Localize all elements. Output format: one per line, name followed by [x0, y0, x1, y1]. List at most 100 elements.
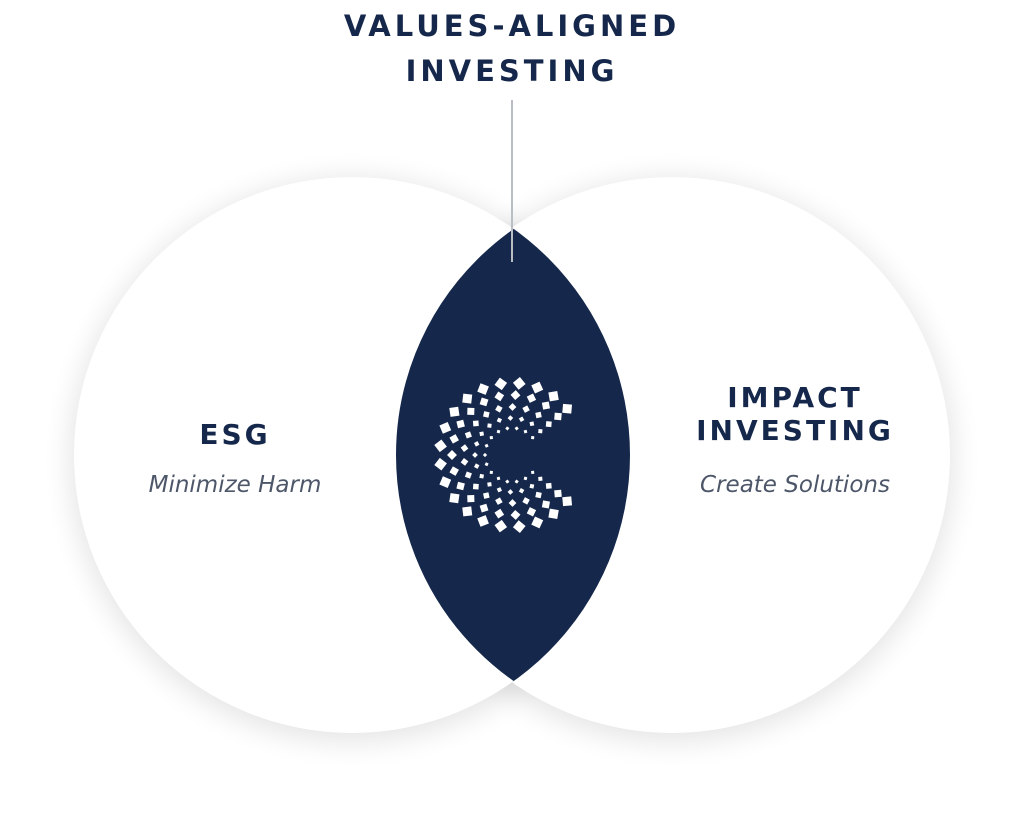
c-dots-logo-icon: [434, 377, 573, 533]
logo-dot: [507, 415, 514, 421]
esg-subtitle: Minimize Harm: [148, 472, 322, 498]
logo-dot: [494, 377, 508, 391]
logo-dot: [526, 393, 537, 403]
logo-dot: [487, 423, 492, 428]
logo-dot: [541, 401, 551, 410]
logo-dot: [508, 499, 517, 507]
logo-dot: [523, 429, 528, 434]
values-aligned-lens: [394, 177, 630, 733]
logo-dot: [508, 403, 517, 411]
logo-dot: [484, 462, 489, 467]
esg-title: ESG: [199, 418, 271, 451]
logo-dot: [531, 436, 535, 440]
logo-dot: [522, 405, 530, 413]
logo-dot: [545, 421, 552, 428]
logo-dot: [512, 520, 526, 533]
logo-dot: [439, 476, 452, 488]
logo-dot: [434, 439, 447, 453]
logo-dot: [483, 411, 490, 418]
logo-dot: [535, 411, 542, 419]
logo-dot: [518, 416, 525, 422]
logo-dot: [483, 492, 490, 499]
logo-dot: [494, 519, 508, 533]
logo-dot: [439, 422, 452, 434]
logo-dot: [434, 457, 447, 471]
logo-dot: [523, 476, 528, 481]
logo-dot: [494, 508, 505, 519]
logo-dot: [462, 506, 473, 517]
logo-dot: [482, 452, 488, 458]
impact-investing-title: IMPACT INVESTING: [665, 381, 925, 447]
logo-dot: [522, 497, 530, 505]
logo-dot: [487, 482, 492, 487]
logo-dot: [460, 444, 469, 452]
logo-dot: [548, 391, 559, 402]
logo-dot: [505, 479, 510, 484]
logo-dot: [541, 500, 551, 509]
logo-dot: [467, 407, 475, 415]
logo-dot: [456, 481, 465, 491]
logo-dot: [512, 377, 526, 390]
values-aligned-label: VALUES-ALIGNED INVESTING: [312, 4, 712, 94]
logo-dot: [507, 489, 514, 495]
logo-dot: [489, 436, 493, 440]
logo-dot: [467, 495, 475, 503]
logo-dot: [548, 508, 559, 519]
logo-dot: [531, 470, 535, 474]
logo-dot: [514, 479, 519, 484]
logo-dot: [545, 482, 552, 489]
logo-dot: [477, 515, 489, 527]
logo-dot: [531, 381, 544, 394]
logo-dot: [529, 483, 535, 489]
logo-dot: [494, 391, 505, 402]
values-aligned-label-line-2: INVESTING: [405, 54, 619, 88]
logo-dot: [489, 470, 493, 474]
logo-dot: [514, 426, 519, 431]
logo-dot: [518, 488, 525, 494]
logo-dot: [554, 489, 562, 498]
logo-dot: [472, 483, 479, 490]
logo-dot: [472, 452, 478, 458]
impact-investing-title-line-1: IMPACT: [727, 381, 863, 414]
logo-dot: [496, 429, 501, 434]
logo-dot: [526, 507, 537, 517]
logo-dot: [479, 397, 489, 407]
impact-investing-title-line-2: INVESTING: [696, 414, 894, 447]
logo-dot: [449, 466, 459, 476]
logo-dot: [531, 516, 544, 529]
logo-dot: [529, 421, 535, 427]
logo-dot: [447, 450, 457, 460]
logo-dot: [505, 426, 510, 431]
logo-dot: [554, 412, 562, 421]
logo-dot: [479, 503, 489, 513]
logo-dot: [449, 434, 459, 444]
logo-dot: [462, 393, 473, 404]
logo-dot: [449, 493, 460, 504]
logo-dot: [562, 403, 573, 414]
logo-dot: [495, 405, 503, 413]
logo-dot: [464, 431, 472, 439]
logo-dot: [484, 443, 489, 448]
logo-dot: [496, 417, 503, 423]
impact-investing-subtitle: Create Solutions: [700, 472, 890, 498]
logo-dot: [474, 463, 480, 469]
logo-dot: [538, 429, 543, 434]
logo-dot: [479, 431, 485, 437]
logo-dot: [535, 491, 542, 499]
logo-dot: [460, 458, 469, 466]
logo-dot: [464, 471, 472, 479]
logo-dot: [496, 476, 501, 481]
logo-dot: [510, 509, 521, 520]
lens-border: [392, 177, 630, 733]
logo-dot: [477, 383, 489, 395]
logo-dot: [474, 441, 480, 447]
logo-dot: [449, 406, 460, 417]
logo-dot: [479, 473, 485, 479]
logo-dot: [510, 390, 521, 401]
logo-dot: [496, 487, 503, 493]
logo-dot: [562, 496, 573, 507]
logo-dot: [456, 419, 465, 429]
logo-dot: [495, 497, 503, 505]
